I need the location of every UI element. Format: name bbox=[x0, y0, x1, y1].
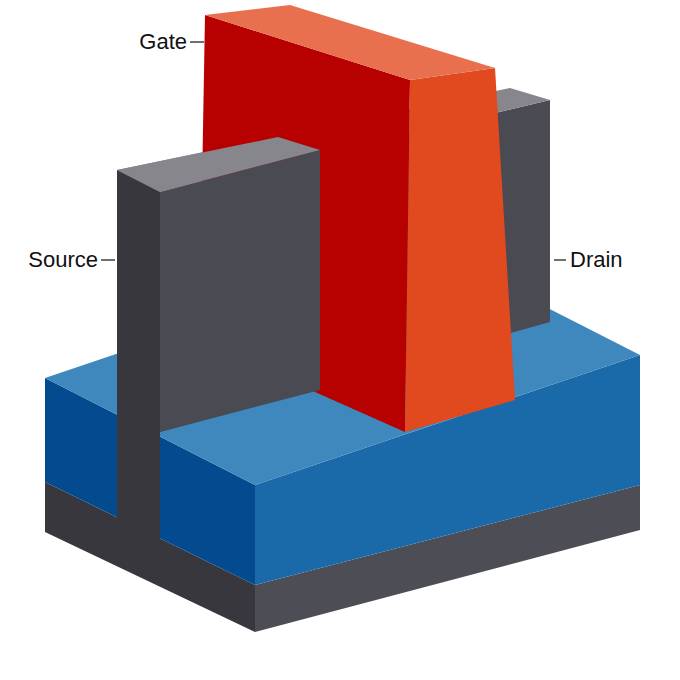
source-side-face bbox=[160, 150, 320, 432]
leader-line bbox=[190, 41, 204, 42]
gate-top-face bbox=[205, 5, 495, 80]
part-label: Drain bbox=[570, 247, 623, 273]
part-label: Gate bbox=[139, 29, 187, 55]
part-label: Source bbox=[28, 247, 98, 273]
leader-line bbox=[554, 259, 566, 260]
gate-side-face bbox=[405, 68, 515, 432]
fin-front-face bbox=[117, 170, 160, 568]
leader-line bbox=[101, 259, 115, 260]
source-top-face bbox=[117, 137, 320, 192]
